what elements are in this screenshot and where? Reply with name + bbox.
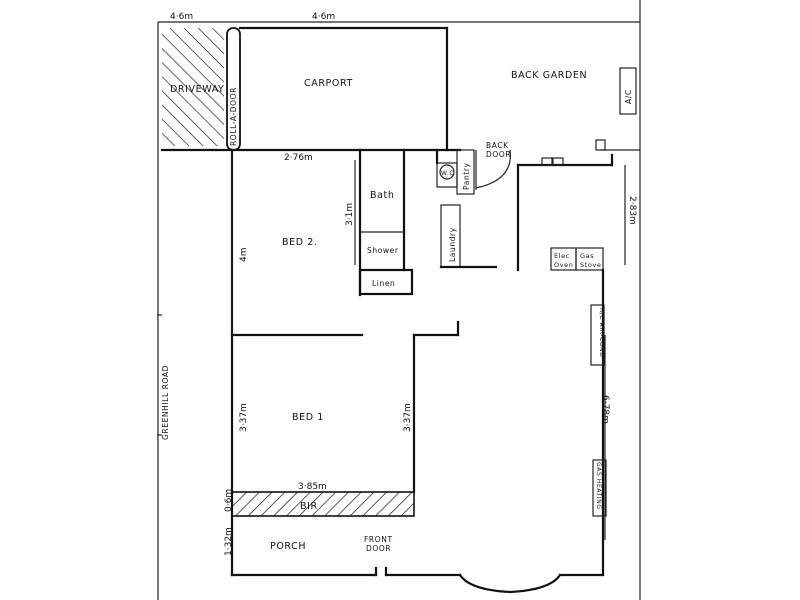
greenhill-road-marker [157,314,162,436]
elec-oven-label-1: Elec [554,252,570,260]
pantry-label: Pantry [462,162,471,190]
ac-label: A/C [624,89,633,104]
dim-kitchen-height: 2·83m [627,196,637,225]
back-garden-label: BACK GARDEN [511,70,587,81]
wc-label: W.C [441,170,454,177]
gas-stove-label-1: Gas [580,252,594,260]
gas-heating-box [592,459,607,517]
front-door-label-2: DOOR [366,544,391,553]
shower-label: Shower [367,246,399,255]
gas-heating-label: GAS HEATING [595,462,602,510]
dim-bed1-right: 3·37m [403,403,413,432]
elec-oven-label-2: Oven [554,261,573,269]
driveway-label: DRIVEWAY [170,84,224,95]
driveway-hatch [162,28,224,146]
front-door-label-1: FRONT [364,535,393,544]
back-door-label-1: BACK [486,141,509,150]
walls [160,26,640,594]
back-door-label-2: DOOR [486,150,511,159]
dim-top-left: 4·6m [170,12,193,22]
laundry-label: Laundry [448,227,457,262]
linen-label: Linen [372,279,395,288]
dim-bir-depth: 0·6m [224,489,234,512]
dim-bed1-left: 3·37m [239,403,249,432]
gas-stove-label-2: Stove [580,261,602,269]
dim-bed1-width: 3·85m [298,482,327,492]
dim-bath-height: 3·1m [345,203,355,226]
roll-a-door-label: ROLL-A-DOOR [229,87,238,146]
carport-label: CARPORT [304,78,353,89]
bir-label: BIR [300,501,318,512]
rc-air-cond-box [590,304,605,366]
dim-bed2-width: 2·76m [284,153,313,163]
property-boundary [157,0,641,600]
rc-air-cond-label: R/C AIR-COND [598,308,605,357]
greenhill-road-label: GREENHILL ROAD [161,365,170,440]
dim-living-length: 6·78m [600,395,610,424]
dimension-lines [231,150,626,540]
bath-label: Bath [370,190,395,201]
dim-porch-depth: 1·32m [224,527,234,556]
ac-unit [619,67,637,115]
bed2-label: BED 2. [282,237,318,248]
porch-label: PORCH [270,541,306,552]
dim-bed2-height: 4m [239,248,249,263]
wc-bowl [439,164,455,180]
dim-top-carport: 4·6m [312,12,335,22]
bed1-label: BED 1 [292,412,324,423]
bir-hatch [231,491,415,517]
